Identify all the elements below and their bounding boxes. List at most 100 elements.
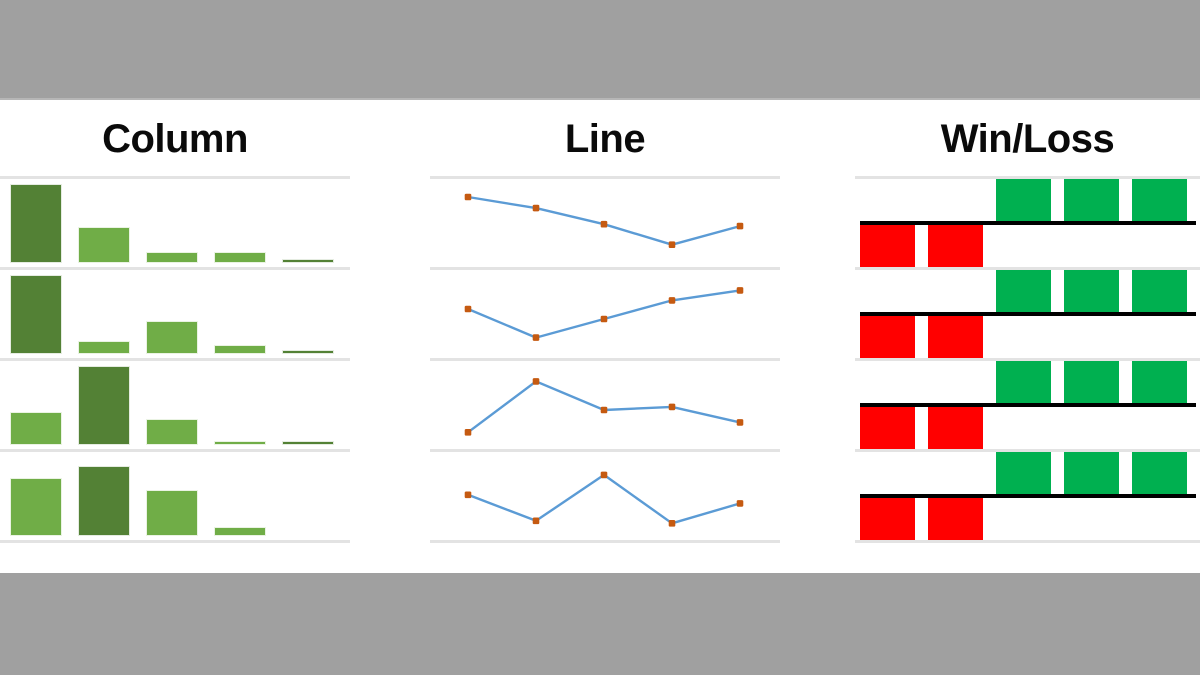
winloss-plot-area [860,452,1196,540]
line-marker [464,305,472,313]
panel-winloss-sparkline: Win/Loss [855,100,1200,573]
column-sparkline-row [0,449,350,543]
letterbox-top-bar [0,0,1200,100]
line-plot-area [430,361,780,449]
winloss-bar-loss [860,316,915,358]
winloss-bar-win [1064,179,1119,221]
column-bar [78,341,130,354]
column-bar [10,275,62,354]
column-bar [10,184,62,263]
column-bar [78,366,130,445]
winloss-sparkline-row [855,176,1200,267]
line-marker [600,471,608,479]
winloss-bar-win [1132,361,1187,403]
winloss-bar-loss [928,225,983,267]
line-marker [668,520,676,527]
column-sparkline-row [0,176,350,267]
winloss-bar-win [996,361,1051,403]
winloss-plot-area [860,270,1196,358]
line-path [466,195,742,246]
winloss-sparkline-row [855,358,1200,449]
winloss-bar-loss [928,498,983,540]
line-sparkline-row [430,449,780,543]
line-plot-area [430,179,780,267]
line-marker [532,334,540,341]
column-plot-area [10,457,334,536]
panel-title-winloss: Win/Loss [940,117,1115,161]
column-sparkline-rows [0,176,350,543]
letterbox-top-edge [0,98,1200,100]
line-marker [600,315,608,323]
column-bar [146,252,198,263]
winloss-bar-win [1064,361,1119,403]
winloss-bar-win [1132,179,1187,221]
winloss-bar-loss [860,407,915,449]
line-marker [668,241,676,248]
column-bar [214,252,266,263]
winloss-bar-win [1132,270,1187,312]
winloss-sparkline-row [855,449,1200,543]
winloss-bar-loss [860,498,915,540]
column-plot-area [10,184,334,263]
line-marker [736,222,744,230]
winloss-bar-win [1064,270,1119,312]
column-plot-area [10,275,334,354]
column-bar [214,527,266,536]
line-sparkline-row [430,176,780,267]
column-bar [282,350,334,354]
line-marker [736,287,744,294]
column-bar [10,478,62,536]
column-bar [214,441,266,445]
winloss-axis-line [860,494,1196,498]
column-bar [282,441,334,445]
line-marker [532,378,540,385]
winloss-bar-loss [928,407,983,449]
line-marker [464,193,472,201]
line-plot-area [430,452,780,540]
line-sparkline-rows [430,176,780,543]
line-marker [464,491,472,499]
letterbox-bottom-bar [0,573,1200,675]
column-bar [146,490,198,536]
line-marker [668,403,676,411]
line-plot-area [430,270,780,358]
line-marker [600,220,608,228]
winloss-bar-win [996,179,1051,221]
winloss-bar-win [996,270,1051,312]
winloss-axis-line [860,312,1196,316]
column-bar [214,345,266,354]
figure-content: Column Line Win/Loss [0,100,1200,573]
winloss-bar-loss [928,316,983,358]
panel-title-line: Line [564,117,646,161]
column-bar [146,321,198,354]
winloss-axis-line [860,221,1196,225]
line-marker [600,406,608,414]
line-marker [668,297,676,304]
line-marker [464,429,472,436]
line-path [466,289,742,339]
column-plot-area [10,366,334,445]
column-bar [78,466,130,536]
panel-column-sparkline: Column [0,100,350,573]
winloss-sparkline-row [855,267,1200,358]
line-marker [532,204,540,212]
column-sparkline-row [0,358,350,449]
column-bar [146,419,198,445]
line-marker [532,517,540,525]
winloss-bar-win [996,452,1051,494]
winloss-bar-win [1132,452,1187,494]
line-path [466,473,742,525]
winloss-bar-win [1064,452,1119,494]
winloss-axis-line [860,403,1196,407]
winloss-sparkline-rows [855,176,1200,543]
winloss-plot-area [860,179,1196,267]
line-marker [736,419,744,426]
panel-title-column: Column [102,117,248,161]
column-bar [78,227,130,263]
winloss-bar-loss [860,225,915,267]
panel-line-sparkline: Line [430,100,780,573]
winloss-plot-area [860,361,1196,449]
line-sparkline-row [430,358,780,449]
column-sparkline-row [0,267,350,358]
